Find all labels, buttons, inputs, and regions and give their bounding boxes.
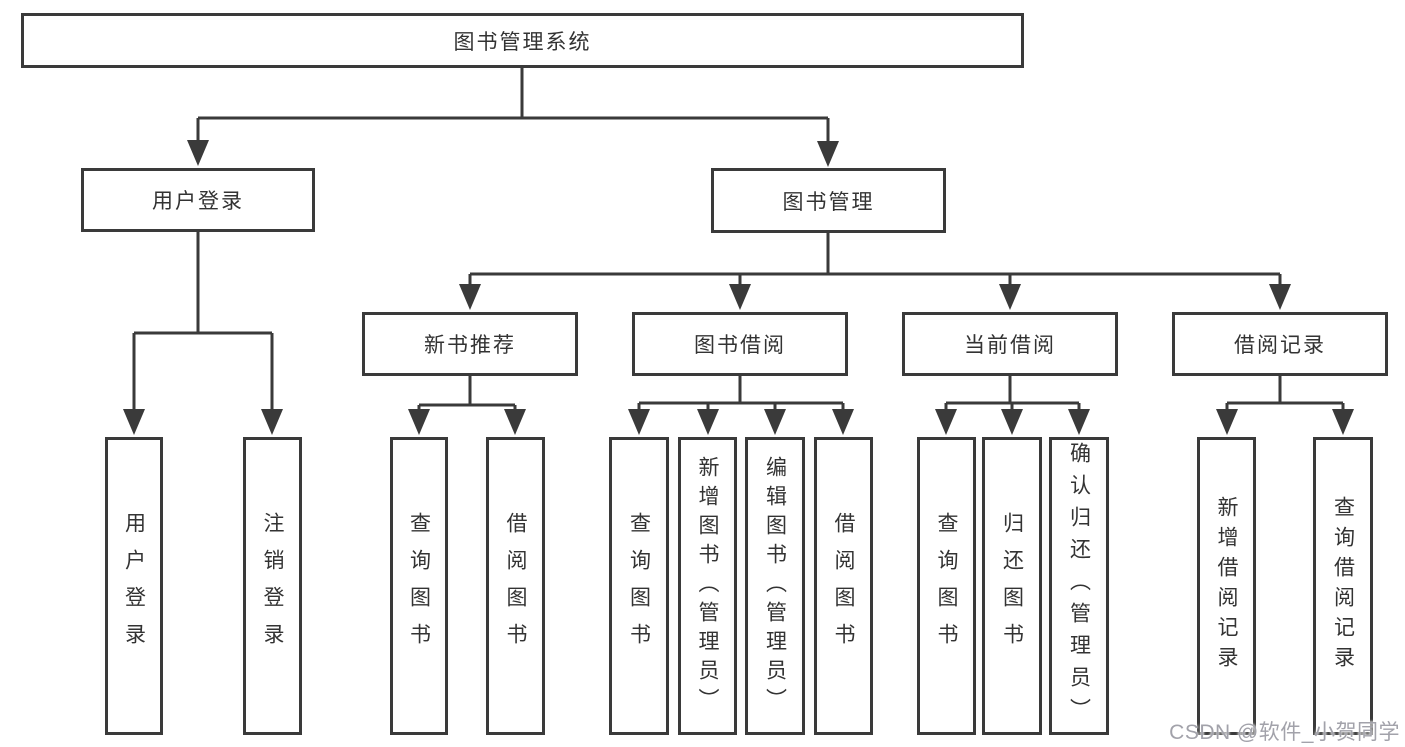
arrowhead-icon [999,284,1021,310]
leaf-borrow-books-label: 借阅图书 [832,512,855,660]
connector-bookmgmt-to-level3 [468,233,1282,290]
connector-currentborrow-to-leaves [944,376,1081,414]
node-user-login-label: 用户登录 [152,190,244,213]
arrowhead-icon [764,409,786,435]
node-new-book-recommend: 新书推荐 [362,312,578,376]
arrowhead-icon [123,409,145,435]
arrowhead-icon [729,284,751,310]
connector-root-to-level2 [196,68,830,146]
leaf-add-books-admin: 新增图书（管理员） [678,437,737,735]
connector-bookborrow-to-leaves [637,376,845,414]
leaf-add-borrow-record: 新增借阅记录 [1197,437,1256,735]
leaf-borrow-books: 借阅图书 [814,437,873,735]
arrowhead-icon [408,409,430,435]
arrowhead-icon [459,284,481,310]
leaf-borrow-books-recommend: 借阅图书 [486,437,545,735]
connector-userlogin-to-leaves [132,232,274,414]
arrowhead-icon [1269,284,1291,310]
node-library-system-label: 图书管理系统 [453,30,592,54]
node-book-management: 图书管理 [711,168,946,233]
arrowhead-icon [697,409,719,435]
node-current-borrow-label: 当前借阅 [964,334,1056,357]
connector-lines [132,68,1345,414]
arrowhead-icon [187,140,209,166]
node-new-book-recommend-label: 新书推荐 [424,334,516,357]
node-borrow-records: 借阅记录 [1172,312,1388,376]
leaf-query-books-recommend: 查询图书 [390,437,448,735]
leaf-logout-label: 注销登录 [261,512,284,660]
arrowhead-icon [1001,409,1023,435]
leaf-edit-books-admin: 编辑图书（管理员） [745,437,805,735]
leaf-confirm-return-admin: 确认归还（管理员） [1049,437,1109,735]
leaf-query-books-borrow-label: 查询图书 [627,512,651,660]
node-book-management-label: 图书管理 [782,190,875,214]
arrowhead-icon [504,409,526,435]
csdn-watermark: CSDN @软件_小贺同学 [1169,721,1400,744]
arrowhead-icon [832,409,854,435]
leaf-query-borrow-record: 查询借阅记录 [1313,437,1373,735]
arrowhead-icon [935,409,957,435]
leaf-query-books-current: 查询图书 [917,437,976,735]
leaf-return-books: 归还图书 [982,437,1042,735]
node-book-borrow-label: 图书借阅 [694,334,786,357]
leaf-return-books-label: 归还图书 [1000,512,1024,660]
leaf-user-login-label: 用户登录 [122,512,146,660]
leaf-add-books-admin-label: 新增图书（管理员） [696,455,719,717]
arrowhead-icon [817,141,839,167]
leaf-logout: 注销登录 [243,437,302,735]
arrowhead-icon [1068,409,1090,435]
arrowhead-icon [628,409,650,435]
leaf-query-books-current-label: 查询图书 [935,512,958,660]
leaf-confirm-return-admin-label: 确认归还（管理员） [1067,442,1091,730]
leaf-borrow-books-recommend-label: 借阅图书 [504,512,527,660]
node-user-login: 用户登录 [81,168,315,232]
leaf-query-borrow-record-label: 查询借阅记录 [1331,496,1355,676]
leaf-query-books-borrow: 查询图书 [609,437,669,735]
leaf-user-login: 用户登录 [105,437,163,735]
node-library-system: 图书管理系统 [21,13,1024,68]
arrowhead-icon [261,409,283,435]
node-current-borrow: 当前借阅 [902,312,1118,376]
node-book-borrow: 图书借阅 [632,312,848,376]
connector-borrowrecord-to-leaves [1225,376,1345,414]
node-borrow-records-label: 借阅记录 [1234,334,1326,357]
arrowhead-icon [1216,409,1238,435]
connector-newbook-to-leaves [417,376,517,414]
leaf-add-borrow-record-label: 新增借阅记录 [1215,496,1238,676]
leaf-query-books-recommend-label: 查询图书 [407,512,431,660]
arrowheads [123,140,1354,435]
leaf-edit-books-admin-label: 编辑图书（管理员） [763,455,787,717]
arrowhead-icon [1332,409,1354,435]
